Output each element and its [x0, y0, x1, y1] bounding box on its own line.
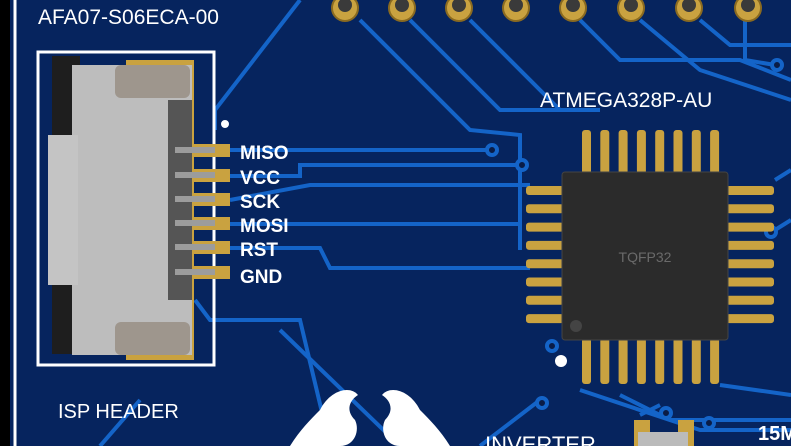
pin-labels: MISO VCC SCK MOSI RST GND — [240, 143, 289, 288]
mcu-pin — [726, 259, 774, 269]
mcu-pin — [673, 130, 683, 174]
partial-label: 15M — [758, 423, 791, 445]
mcu-pin — [710, 130, 720, 174]
mcu-pin — [655, 130, 665, 174]
mcu-package-label: TQFP32 — [619, 249, 672, 265]
mcu-pin — [726, 222, 774, 232]
mcu-pin — [691, 130, 701, 174]
mcu-body — [561, 171, 729, 341]
mcu-pin — [726, 204, 774, 214]
pin-label-sck: SCK — [240, 192, 280, 213]
mcu-pin — [600, 130, 610, 174]
mcu-pin — [582, 130, 591, 174]
mcu-pin — [526, 314, 564, 324]
pin-label-mosi: MOSI — [240, 216, 289, 237]
dragon-logo — [290, 390, 450, 446]
mcu-pin — [526, 259, 564, 269]
mcu-pin — [526, 204, 564, 214]
connector-part-number: AFA07-S06ECA-00 — [38, 6, 219, 29]
mcu-pin — [600, 338, 610, 384]
pin-label-miso: MISO — [240, 143, 289, 164]
mcu-pin — [618, 338, 628, 384]
mcu-pin — [526, 186, 564, 195]
mcu-pin — [526, 277, 564, 287]
mcu-pin — [726, 277, 774, 287]
mcu-pin — [526, 295, 564, 305]
mcu-pin — [726, 240, 774, 250]
mcu-pin — [655, 338, 665, 384]
mcu-pin — [710, 338, 720, 384]
pin1-marker — [219, 118, 231, 130]
inverter-label: INVERTER — [485, 432, 596, 446]
board-edge — [0, 0, 10, 446]
traces — [98, 0, 791, 446]
header-pins — [331, 0, 762, 22]
pin-label-vcc: VCC — [240, 168, 280, 189]
mcu-pin — [582, 338, 591, 384]
mcu-pin — [618, 130, 628, 174]
mcu-pin1-dot — [570, 320, 582, 332]
isp-connector — [36, 50, 231, 367]
mcu-pin — [636, 338, 646, 384]
mcu-pin — [691, 338, 701, 384]
mcu-pin — [526, 222, 564, 232]
pin-label-rst: RST — [240, 240, 278, 261]
connector-silk-outline — [36, 50, 216, 367]
pin-label-gnd: GND — [240, 267, 282, 288]
smd-component — [638, 432, 688, 446]
connector-title: ISP HEADER — [58, 401, 179, 423]
mcu-pin — [636, 130, 646, 174]
mcu-pin — [726, 314, 774, 324]
mcu-pins — [526, 130, 774, 384]
mcu-part-number: ATMEGA328P-AU — [540, 89, 712, 112]
mcu-pin — [726, 295, 774, 305]
mcu-silk-pin1-marker — [555, 355, 567, 367]
mcu-pin — [673, 338, 683, 384]
mcu-pin — [526, 240, 564, 250]
vias — [485, 58, 784, 430]
mcu-pin — [726, 186, 774, 195]
